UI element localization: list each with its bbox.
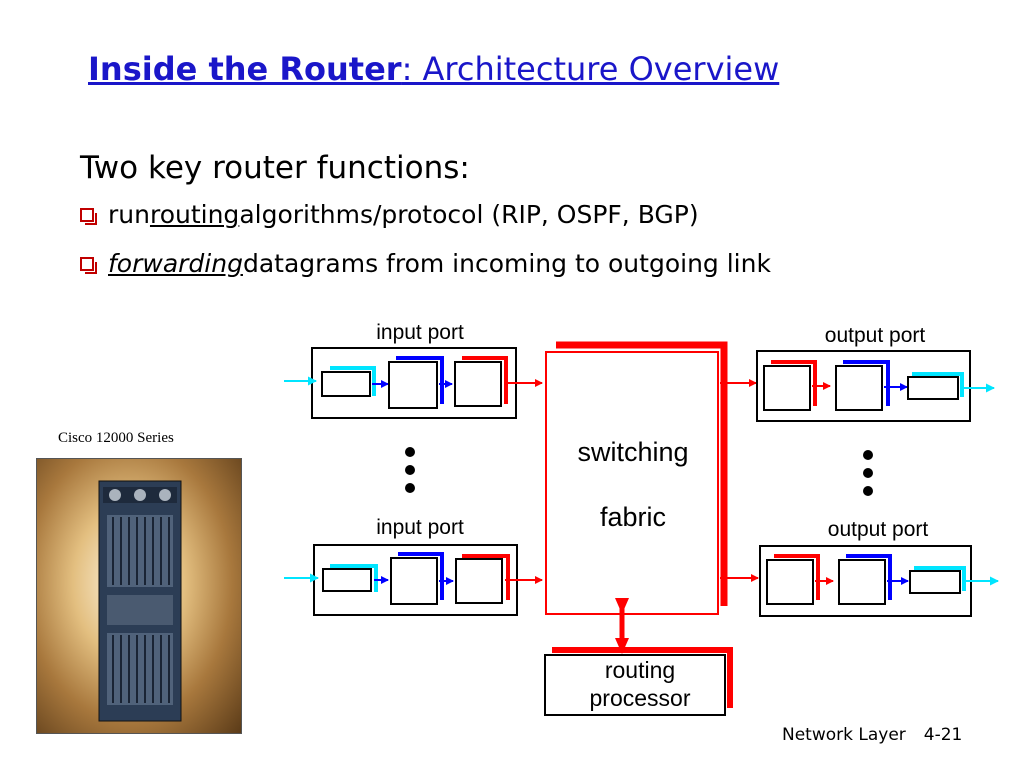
slide-footer: Network Layer 4-21: [782, 725, 962, 745]
switching-fabric: switching fabric: [545, 341, 728, 615]
title-rest: : Architecture Overview: [401, 50, 780, 88]
router-chassis-image: [98, 480, 182, 722]
footer-page-number: 4-21: [923, 725, 963, 745]
bullet-routing: run routing algorithms/protocol (RIP, OS…: [80, 200, 699, 229]
footer-section: Network Layer: [782, 725, 906, 745]
photo-caption: Cisco 12000 Series: [58, 430, 174, 446]
bullet-pre: run: [108, 200, 150, 229]
ellipsis-dots-right: [863, 450, 873, 496]
output-port-bottom-label: output port: [828, 518, 929, 541]
output-port-bottom: [720, 545, 999, 617]
input-port-top: [284, 347, 543, 419]
input-port-bottom: [284, 544, 543, 616]
input-port-bottom-label: input port: [376, 516, 464, 539]
ellipsis-dots-left: [405, 447, 415, 493]
title-bold: Inside the Router: [88, 50, 402, 88]
routing-label-processor: processor: [590, 685, 691, 711]
routing-processor: routing processor: [544, 647, 733, 716]
bullet-routing-term: routing: [149, 200, 240, 229]
output-port-top-label: output port: [825, 324, 926, 347]
routing-label-routing: routing: [605, 657, 675, 683]
fabric-label-switching: switching: [577, 437, 688, 467]
output-port-top: [720, 350, 995, 422]
bullet-box-icon: [80, 256, 97, 274]
bullet-forwarding-term: forwarding: [108, 249, 243, 278]
input-port-top-label: input port: [376, 321, 464, 344]
slide-title: Inside the Router: Architecture Overview: [88, 50, 779, 88]
bullet-post: datagrams from incoming to outgoing link: [242, 249, 771, 278]
lead-text: Two key router functions:: [80, 150, 470, 186]
fabric-label-fabric: fabric: [600, 502, 666, 532]
router-photo: [36, 458, 242, 734]
bullet-post: algorithms/protocol (RIP, OSPF, BGP): [239, 200, 699, 229]
bullet-box-icon: [80, 207, 97, 225]
bullet-forwarding: forwarding datagrams from incoming to ou…: [80, 249, 771, 278]
